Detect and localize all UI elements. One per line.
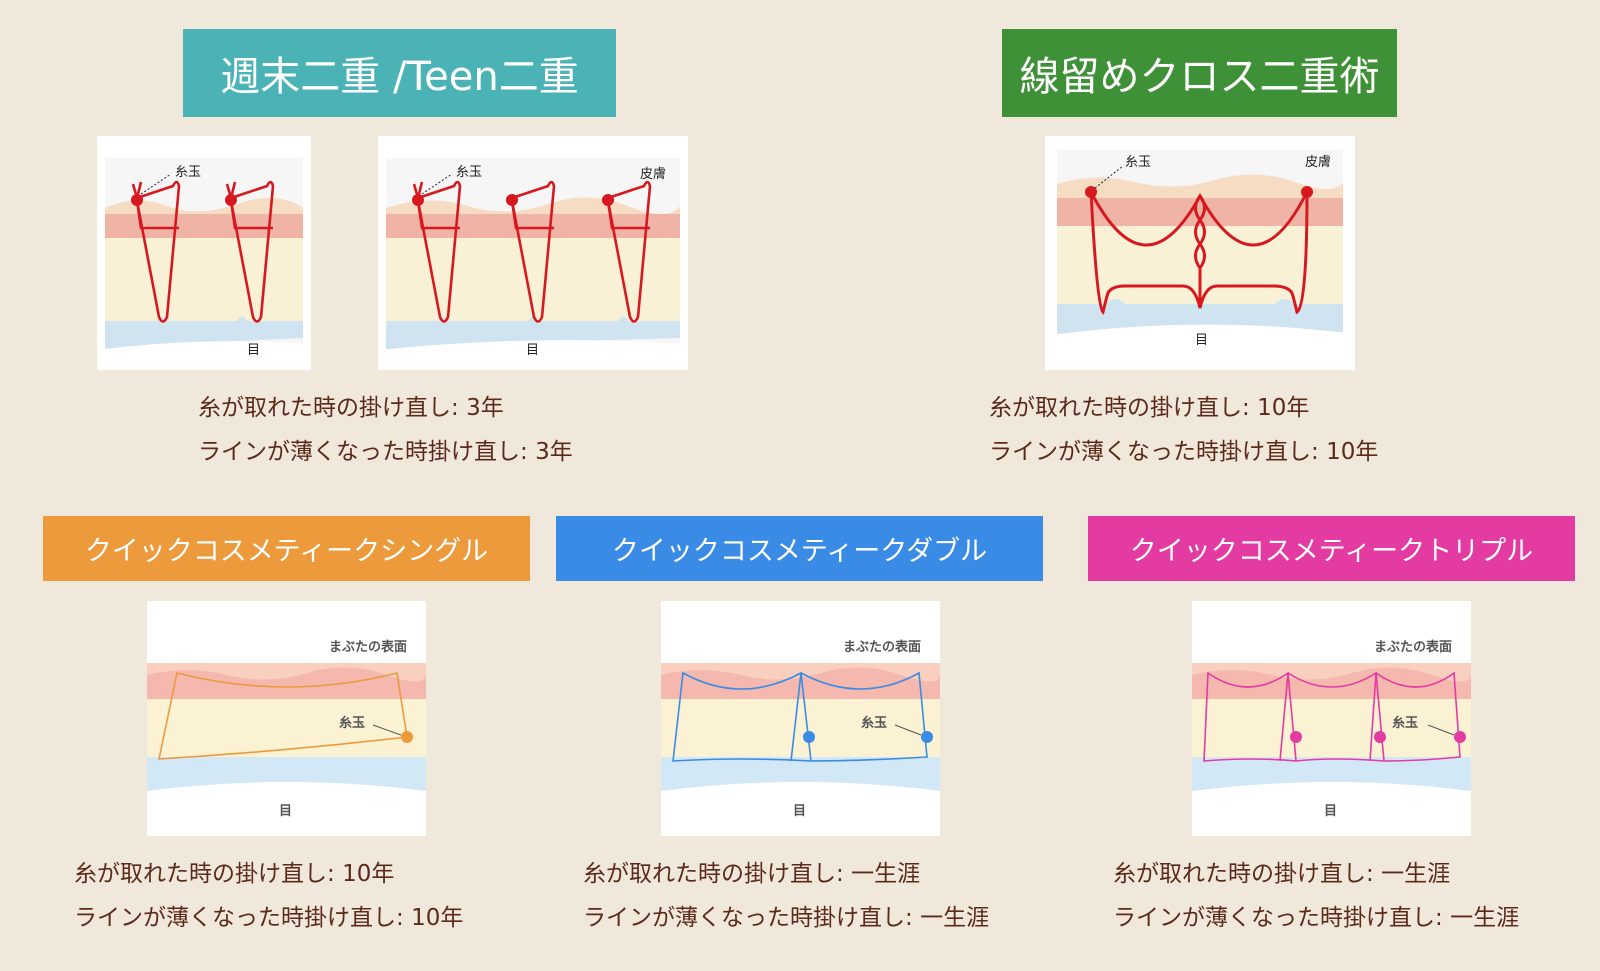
label-skin: 皮膚 <box>1305 154 1331 170</box>
caption-value: 3年 <box>535 439 573 465</box>
caption-quick-double: 糸が取れた時の掛け直し: 一生涯 ラインが薄くなった時掛け直し: 一生涯 <box>583 852 989 940</box>
caption-prefix: ラインが薄くなった時掛け直し: <box>583 905 913 931</box>
label-knot: 糸玉 <box>1125 155 1151 170</box>
caption-fade-line: ラインが薄くなった時掛け直し: 3年 <box>198 430 573 474</box>
caption-value: 3年 <box>466 395 504 421</box>
caption-prefix: ラインが薄くなった時掛け直し: <box>198 439 528 465</box>
title-quick-double: クイックコスメティークダブル <box>556 516 1043 581</box>
label-eye: 目 <box>1324 804 1337 819</box>
caption-rethread-line: 糸が取れた時の掛け直し: 一生涯 <box>583 852 989 896</box>
caption-weekend-teen: 糸が取れた時の掛け直し: 3年 ラインが薄くなった時掛け直し: 3年 <box>198 386 573 474</box>
caption-prefix: 糸が取れた時の掛け直し: <box>74 861 335 887</box>
diagram-quick-triple: まぶたの表面 糸玉 目 <box>1192 601 1471 836</box>
caption-fade-line: ラインが薄くなった時掛け直し: 一生涯 <box>583 896 989 940</box>
diagram-line-cross: 糸玉 皮膚 目 <box>1045 136 1355 370</box>
label-skin: 皮膚 <box>640 166 666 182</box>
label-knot: 糸玉 <box>1392 715 1418 731</box>
caption-line-cross: 糸が取れた時の掛け直し: 10年 ラインが薄くなった時掛け直し: 10年 <box>989 386 1378 474</box>
caption-rethread-line: 糸が取れた時の掛け直し: 10年 <box>989 386 1378 430</box>
caption-quick-single: 糸が取れた時の掛け直し: 10年 ラインが薄くなった時掛け直し: 10年 <box>74 852 463 940</box>
label-eye: 目 <box>793 804 806 819</box>
caption-prefix: 糸が取れた時の掛け直し: <box>989 395 1250 421</box>
caption-value: 10年 <box>1257 395 1310 421</box>
title-line-cross: 線留めクロス二重術 <box>1002 29 1397 117</box>
label-eyelid-surface: まぶたの表面 <box>329 639 407 655</box>
caption-fade-line: ラインが薄くなった時掛け直し: 10年 <box>989 430 1378 474</box>
caption-prefix: 糸が取れた時の掛け直し: <box>583 861 844 887</box>
caption-value: 一生涯 <box>851 861 921 887</box>
caption-value: 一生涯 <box>920 905 990 931</box>
caption-prefix: 糸が取れた時の掛け直し: <box>1113 861 1374 887</box>
label-knot: 糸玉 <box>456 165 482 180</box>
caption-value: 10年 <box>1326 439 1379 465</box>
diagram-quick-double: まぶたの表面 糸玉 目 <box>661 601 940 836</box>
title-weekend-teen: 週末二重 /Teen二重 <box>183 29 616 117</box>
label-knot: 糸玉 <box>339 715 365 731</box>
label-eye: 目 <box>279 804 292 819</box>
caption-fade-line: ラインが薄くなった時掛け直し: 一生涯 <box>1113 896 1519 940</box>
label-knot: 糸玉 <box>175 165 201 180</box>
caption-value: 10年 <box>411 905 464 931</box>
diagram-quick-single: まぶたの表面 糸玉 目 <box>147 601 426 836</box>
caption-rethread-line: 糸が取れた時の掛け直し: 10年 <box>74 852 463 896</box>
diagram-teen-three-point: 糸玉 皮膚 目 <box>378 136 688 370</box>
label-eye: 目 <box>247 343 260 358</box>
caption-value: 一生涯 <box>1450 905 1520 931</box>
label-eyelid-surface: まぶたの表面 <box>843 639 921 655</box>
caption-prefix: ラインが薄くなった時掛け直し: <box>989 439 1319 465</box>
title-quick-single: クイックコスメティークシングル <box>43 516 530 581</box>
caption-value: 10年 <box>342 861 395 887</box>
label-knot: 糸玉 <box>861 715 887 731</box>
caption-prefix: 糸が取れた時の掛け直し: <box>198 395 459 421</box>
caption-value: 一生涯 <box>1381 861 1451 887</box>
diagram-weekend-two-point: 糸玉 目 <box>97 136 311 370</box>
caption-rethread-line: 糸が取れた時の掛け直し: 一生涯 <box>1113 852 1519 896</box>
label-eye: 目 <box>526 343 539 358</box>
caption-fade-line: ラインが薄くなった時掛け直し: 10年 <box>74 896 463 940</box>
caption-rethread-line: 糸が取れた時の掛け直し: 3年 <box>198 386 573 430</box>
label-eyelid-surface: まぶたの表面 <box>1374 639 1452 655</box>
caption-prefix: ラインが薄くなった時掛け直し: <box>74 905 404 931</box>
caption-prefix: ラインが薄くなった時掛け直し: <box>1113 905 1443 931</box>
label-eye: 目 <box>1195 333 1208 348</box>
title-quick-triple: クイックコスメティークトリプル <box>1088 516 1575 581</box>
caption-quick-triple: 糸が取れた時の掛け直し: 一生涯 ラインが薄くなった時掛け直し: 一生涯 <box>1113 852 1519 940</box>
